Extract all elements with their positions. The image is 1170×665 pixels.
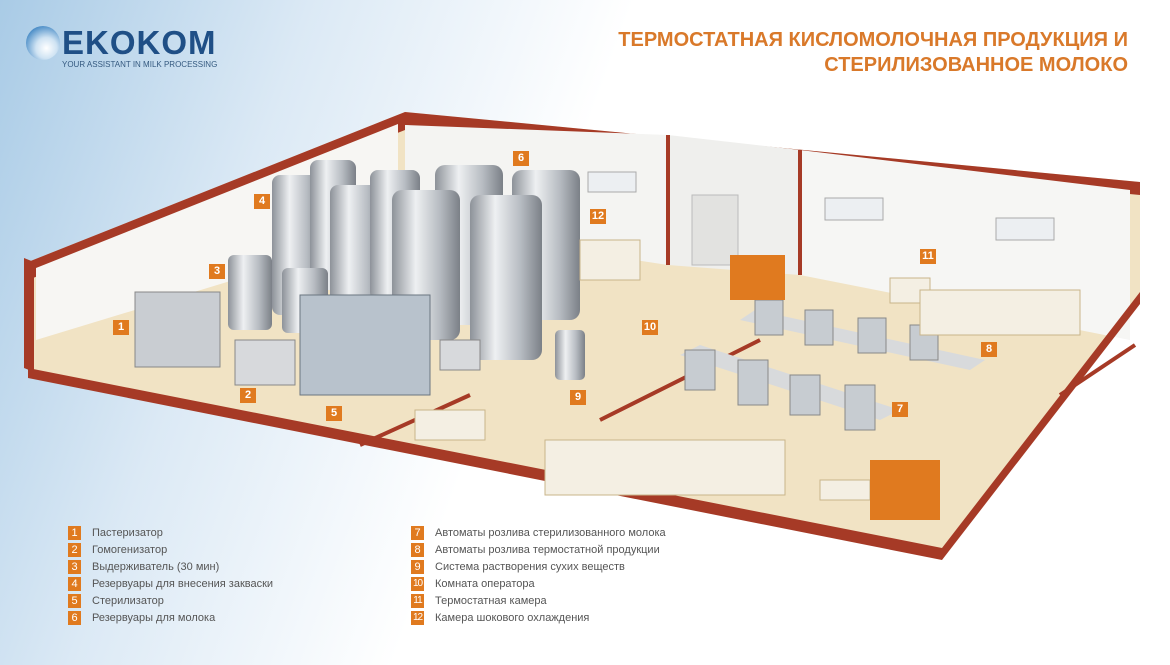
title-line-2: СТЕРИЛИЗОВАННОЕ МОЛОКО xyxy=(824,54,1128,76)
pallets xyxy=(414,239,1081,501)
logo-name: EKOKOM xyxy=(62,24,217,61)
logo-drop-icon xyxy=(26,26,60,60)
marker-2: 2 xyxy=(240,388,256,403)
air-cooler xyxy=(587,171,637,193)
homogenizer xyxy=(234,339,296,386)
logo-tagline: YOUR ASSISTANT IN MILK PROCESSING xyxy=(62,60,218,69)
marker-3: 3 xyxy=(209,264,225,279)
sterilizer xyxy=(299,294,431,396)
marker-11: 11 xyxy=(920,249,936,264)
marker-12: 12 xyxy=(590,209,606,224)
milk-tanks xyxy=(228,160,585,380)
small-unit xyxy=(439,339,481,371)
marker-7: 7 xyxy=(892,402,908,417)
air-cooler xyxy=(995,217,1055,241)
pasteurizer xyxy=(134,291,221,368)
marker-4: 4 xyxy=(254,194,270,209)
marker-9: 9 xyxy=(570,390,586,405)
right-wall xyxy=(942,292,1140,560)
marker-1: 1 xyxy=(113,320,129,335)
front-wall xyxy=(28,368,942,560)
marker-6: 6 xyxy=(513,151,529,166)
fillers xyxy=(684,299,939,431)
roller-door xyxy=(691,194,739,266)
air-cooler xyxy=(824,197,884,221)
marker-8: 8 xyxy=(981,342,997,357)
forklift xyxy=(730,255,785,300)
page-title: ТЕРМОСТАТНАЯ КИСЛОМОЛОЧНАЯ ПРОДУКЦИЯ И С… xyxy=(618,28,1128,78)
marker-10: 10 xyxy=(642,320,658,335)
forklift xyxy=(870,460,940,520)
title-line-1: ТЕРМОСТАТНАЯ КИСЛОМОЛОЧНАЯ ПРОДУКЦИЯ И xyxy=(618,29,1128,51)
marker-5: 5 xyxy=(326,406,342,421)
left-wall xyxy=(24,258,34,372)
